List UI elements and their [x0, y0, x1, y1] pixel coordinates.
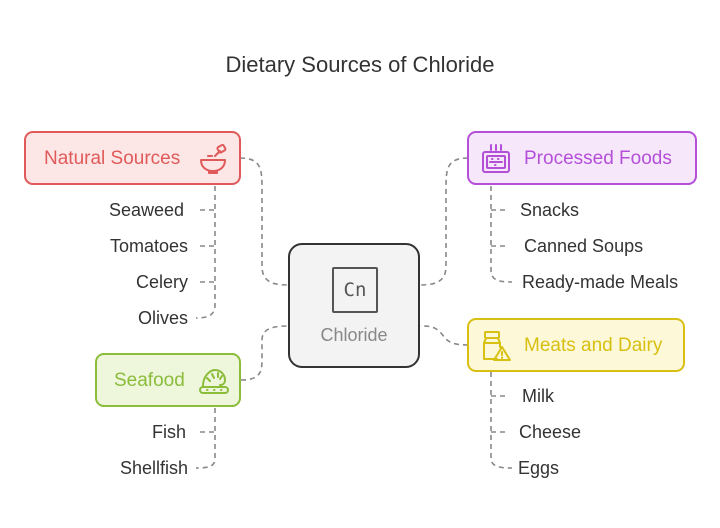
- bowl-icon: [200, 143, 227, 174]
- list-item: Seaweed: [108, 200, 184, 220]
- milk-warning-icon: [483, 331, 511, 361]
- category-meats-and-dairy: Meats and Dairy: [467, 318, 685, 372]
- list-item: Olives: [137, 308, 188, 328]
- category-processed-foods: Processed Foods: [467, 131, 697, 185]
- category-label: Meats and Dairy: [524, 335, 663, 356]
- microwave-meal-icon: [482, 144, 510, 173]
- list-item: Milk: [522, 386, 554, 406]
- list-item: Tomatoes: [109, 236, 188, 256]
- element-tile-icon: Cn: [332, 267, 378, 313]
- list-item: Shellfish: [119, 458, 188, 478]
- category-natural-sources: Natural Sources: [24, 131, 241, 185]
- list-item: Ready-made Meals: [522, 272, 679, 292]
- category-seafood: Seafood: [95, 353, 241, 407]
- list-item: Fish: [151, 422, 186, 442]
- diagram-title: Dietary Sources of Chloride: [225, 52, 495, 77]
- shrimp-icon: [199, 369, 229, 394]
- list-item: Eggs: [518, 458, 560, 478]
- category-label: Natural Sources: [44, 148, 181, 169]
- center-node-chloride: Cn Chloride: [288, 243, 420, 368]
- list-item: Celery: [135, 272, 188, 292]
- category-label: Processed Foods: [524, 148, 672, 169]
- list-item: Snacks: [520, 200, 580, 220]
- category-label: Seafood: [114, 370, 185, 391]
- list-item: Cheese: [519, 422, 582, 442]
- list-item: Canned Soups: [524, 236, 644, 256]
- center-label: Chloride: [320, 325, 388, 345]
